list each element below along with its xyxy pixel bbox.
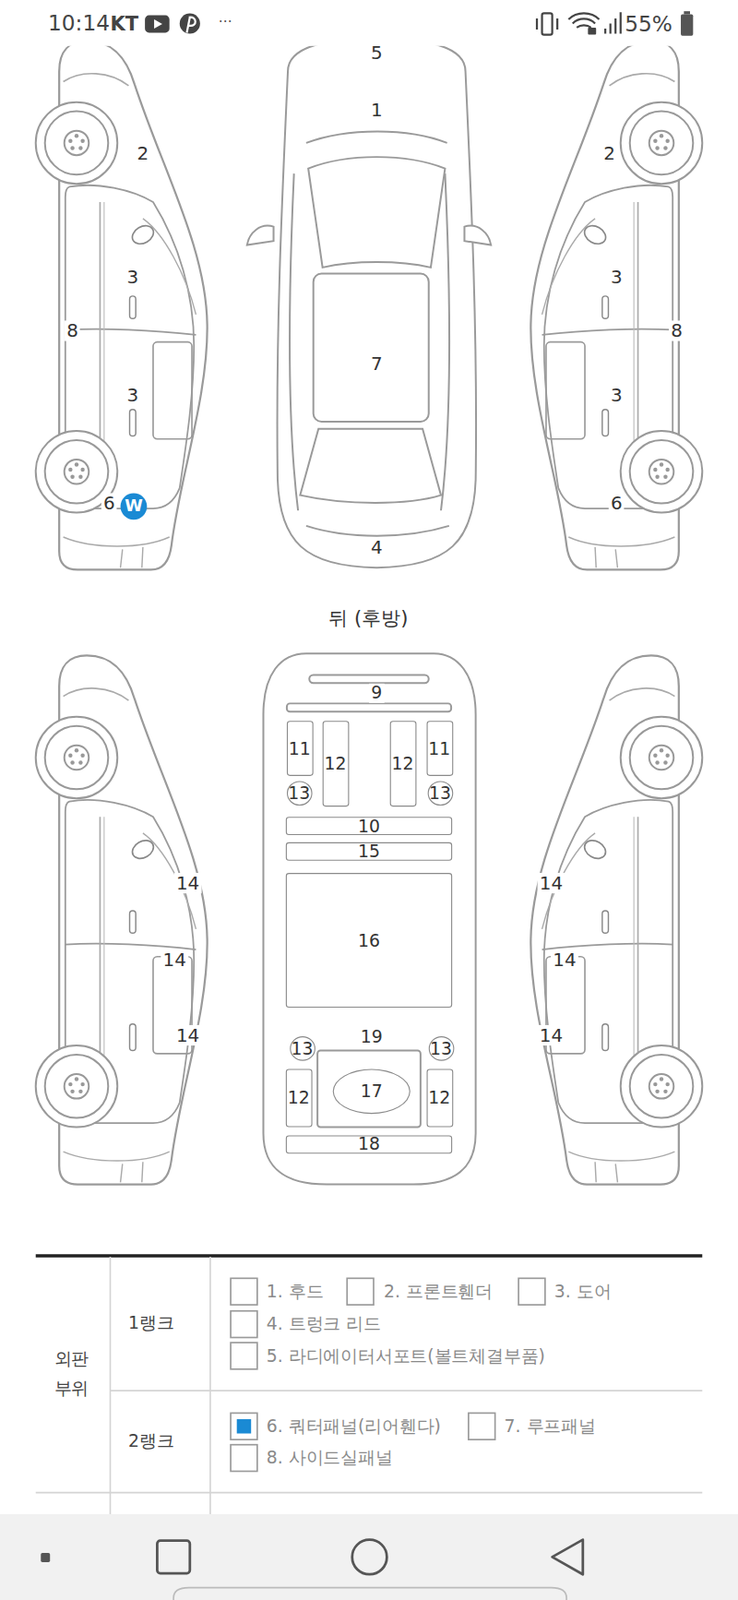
checkbox-label: 3. 도어 bbox=[554, 1282, 612, 1300]
callout-number: 8 bbox=[668, 320, 685, 341]
part-number: 12 bbox=[428, 1089, 451, 1107]
callout-number: 14 bbox=[550, 949, 579, 970]
side-view-car bbox=[530, 40, 703, 570]
part-box: 16 bbox=[285, 872, 453, 1008]
part-number: 12 bbox=[392, 754, 415, 773]
part-number: 10 bbox=[357, 817, 381, 835]
battery-percent: 55% bbox=[624, 13, 673, 36]
status-time: 10:14 bbox=[47, 12, 110, 35]
part-number: 18 bbox=[357, 1134, 381, 1153]
checkbox-label: 5. 라디에이터서포트(볼트체결부품) bbox=[266, 1346, 546, 1365]
part-number: 12 bbox=[324, 754, 347, 773]
checkbox-label: 8. 사이드실패널 bbox=[266, 1449, 393, 1467]
checkbox bbox=[230, 1277, 546, 1471]
callout-number: 14 bbox=[174, 872, 203, 893]
part-box: 12 bbox=[321, 720, 349, 807]
callout-number: 19 bbox=[358, 1027, 385, 1048]
callout-number: 5 bbox=[369, 42, 385, 63]
checkbox-label: 7. 루프패널 bbox=[504, 1416, 596, 1435]
underbody-outline bbox=[262, 653, 476, 1184]
notification-more: ··· bbox=[218, 13, 233, 28]
side-view-car bbox=[530, 654, 703, 1184]
part-box: 11 bbox=[285, 720, 313, 776]
part-number: 15 bbox=[357, 842, 381, 860]
part-circle: 13 bbox=[285, 780, 312, 806]
row-group-header: 외판 부위 bbox=[50, 1344, 92, 1404]
part-number: 12 bbox=[287, 1089, 310, 1107]
part-bar: 15 bbox=[285, 842, 453, 861]
callout-number: 14 bbox=[174, 1024, 203, 1046]
callout-number: 7 bbox=[369, 353, 385, 374]
part-number: 16 bbox=[357, 931, 381, 950]
navigation-bar bbox=[0, 1513, 738, 1600]
rank-header: 2랭크 bbox=[128, 1432, 175, 1451]
callout-number: 1 bbox=[369, 99, 385, 120]
callout-number: 6 bbox=[101, 492, 118, 513]
carrier-name: KT bbox=[110, 13, 140, 34]
part-number: 11 bbox=[428, 739, 451, 758]
callout-number: 2 bbox=[601, 142, 618, 164]
part-box: 12 bbox=[285, 1069, 312, 1128]
part-circle: 13 bbox=[289, 1035, 316, 1061]
side-view-car bbox=[35, 654, 208, 1184]
callout-number: 9 bbox=[369, 683, 384, 703]
part-number: 13 bbox=[428, 784, 452, 802]
callout-number: 14 bbox=[160, 949, 189, 970]
callout-number: 2 bbox=[134, 142, 151, 164]
top-view-car bbox=[247, 38, 491, 568]
status-bar bbox=[0, 0, 738, 47]
part-circle: 13 bbox=[428, 1035, 454, 1061]
part-ellipse: 17 bbox=[333, 1069, 411, 1115]
inspection-table-grid bbox=[35, 1255, 703, 1514]
part-bar: 18 bbox=[285, 1134, 453, 1154]
callout-number: 8 bbox=[64, 320, 81, 341]
checkbox-label: 6. 쿼터패널(리어휀다) bbox=[266, 1416, 441, 1435]
side-view-car bbox=[35, 40, 208, 570]
checkbox-label: 1. 후드 bbox=[266, 1282, 324, 1300]
part-number: 13 bbox=[291, 1039, 314, 1058]
callout-number: 3 bbox=[124, 384, 141, 405]
part-box: 11 bbox=[426, 720, 453, 776]
part-number: 13 bbox=[429, 1039, 453, 1058]
checkbox-label: 2. 프론트휀더 bbox=[383, 1282, 493, 1300]
part-box: 12 bbox=[389, 720, 417, 807]
callout-number: 3 bbox=[608, 384, 625, 405]
part-circle: 13 bbox=[427, 780, 453, 806]
callout-number: 4 bbox=[369, 536, 385, 558]
rank-header: 1랭크 bbox=[128, 1314, 175, 1333]
part-number: 17 bbox=[360, 1082, 383, 1100]
callout-number: 14 bbox=[537, 872, 566, 893]
callout-number: 3 bbox=[124, 266, 141, 287]
checkbox-check bbox=[237, 1418, 251, 1433]
checkbox-label: 4. 트렁크 리드 bbox=[266, 1315, 381, 1334]
part-number: 11 bbox=[288, 739, 311, 758]
marker-letter: W bbox=[124, 498, 143, 515]
part-bar: 10 bbox=[285, 816, 453, 835]
part-number: 13 bbox=[287, 784, 310, 802]
callout-number: 14 bbox=[537, 1024, 566, 1046]
callout-number: 6 bbox=[608, 492, 625, 513]
section-label: 뒤 (후방) bbox=[326, 607, 411, 629]
part-box: 12 bbox=[426, 1069, 453, 1128]
callout-number: 3 bbox=[608, 266, 625, 287]
highlight-marker: W bbox=[120, 492, 148, 520]
